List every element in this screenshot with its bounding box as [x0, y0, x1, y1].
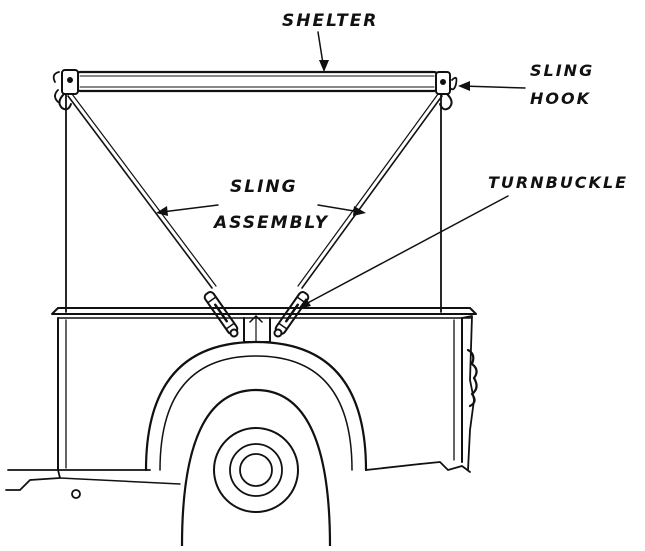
label-turnbuckle: TURNBUCKLE: [298, 173, 628, 309]
sling-assembly-cables: [67, 93, 443, 289]
label-sling-hook: SLING HOOK: [458, 61, 594, 108]
sling-assembly-label-line1: SLING: [230, 177, 298, 197]
arrowhead-icon: [458, 81, 470, 91]
wheel: [180, 388, 332, 548]
label-sling-assembly: SLING ASSEMBLY: [156, 177, 366, 233]
arrowhead-icon: [353, 206, 366, 216]
arrowhead-icon: [319, 60, 329, 72]
arrowhead-icon: [156, 206, 168, 216]
left-sling-hook: [52, 69, 79, 111]
sling-hook-label-line2: HOOK: [530, 89, 591, 108]
arrowhead-icon: [298, 298, 311, 309]
shelter-body: [65, 91, 442, 313]
sling-assembly-label-line2: ASSEMBLY: [212, 213, 329, 233]
lifting-bar: [74, 70, 440, 93]
right-sling-hook: [435, 71, 458, 111]
truck-bed: [5, 307, 478, 499]
turnbuckle-label: TURNBUCKLE: [488, 173, 628, 192]
label-shelter: SHELTER: [282, 11, 378, 72]
fender: [144, 340, 421, 472]
shelter-label: SHELTER: [282, 11, 378, 31]
sling-hook-label-line1: SLING: [530, 61, 594, 80]
